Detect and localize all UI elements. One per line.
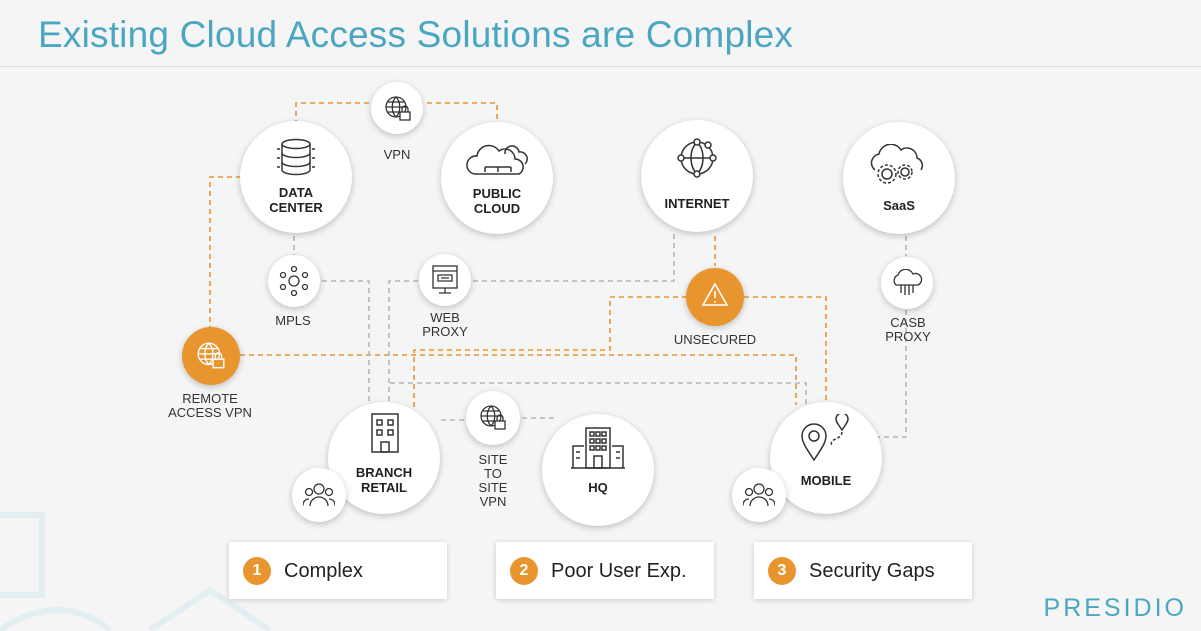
data-center-label: DATA CENTER [269,185,323,215]
hq-node[interactable]: HQ [542,414,654,526]
cloud-network-icon [893,269,923,295]
users-icon [743,483,775,507]
callout-number: 3 [768,557,796,585]
callout-number: 2 [510,557,538,585]
callout-poor-user-exp: 2 Poor User Exp. [496,542,714,599]
unsecured-node[interactable] [686,268,744,326]
callout-number: 1 [243,557,271,585]
casb-proxy-label: CASB PROXY [885,315,931,344]
cloud-icon [466,144,528,175]
remote-access-vpn-label: REMOTE ACCESS VPN [168,391,252,420]
remote-access-vpn-node[interactable] [182,327,240,385]
web-proxy-label: WEB PROXY [422,310,468,339]
presidio-logo: PRESIDIO [1043,594,1187,622]
mpls-node[interactable] [268,255,320,307]
wire-unsecured-branch [413,296,687,420]
database-icon [277,138,315,176]
warning-icon [701,282,729,306]
building-icon [371,413,399,453]
branch-retail-node[interactable]: BRANCH RETAIL [328,402,440,514]
slide-title: Existing Cloud Access Solutions are Comp… [38,14,794,55]
mobile-label: MOBILE [800,473,852,488]
wire-remote-mobile [240,354,797,405]
wire-dc-vpn-cloud [295,102,498,125]
title-divider [0,66,1201,67]
cloud-gears-icon [870,144,924,184]
mobile-node[interactable]: MOBILE [770,402,882,514]
web-proxy-node[interactable] [419,254,471,306]
globe-lock-icon [385,96,411,121]
callout-text: Security Gaps [809,560,935,582]
callout-security-gaps: 3 Security Gaps [754,542,972,599]
site-to-site-vpn-node[interactable] [466,391,520,445]
internet-node[interactable]: INTERNET [641,120,753,232]
callout-complex: 1 Complex [229,542,447,599]
wire-branch-mobile [390,382,807,418]
internet-label: INTERNET [664,196,730,211]
network-globe-icon [677,138,717,178]
wire-unsecured-mobile [744,296,827,405]
wire-dc-remote [209,176,241,332]
mpls-label: MPLS [275,313,311,328]
wire-webproxy-internet [473,232,675,282]
branch-retail-label: BRANCH RETAIL [355,465,413,495]
wire-mpls-branch [322,280,370,405]
wire-casb-mobile [878,310,907,438]
wire-webproxy-branch [388,280,418,420]
users-icon [303,483,335,507]
callout-text: Poor User Exp. [551,560,687,582]
location-pin-icon [801,414,849,462]
data-center-node[interactable]: DATA CENTER [240,121,352,233]
public-cloud-node[interactable]: PUBLIC CLOUD [441,122,553,234]
public-cloud-label: PUBLIC CLOUD [472,186,522,216]
vpn-node[interactable] [371,82,423,134]
mobile-users-node [732,468,786,522]
web-proxy-icon [432,265,458,294]
branch-users-node [292,468,346,522]
saas-label: SaaS [883,198,915,213]
vpn-label: VPN [383,147,411,162]
office-tower-icon [571,427,625,469]
saas-node[interactable]: SaaS [843,122,955,234]
globe-lock-icon [480,405,506,430]
site-to-site-vpn-label: SITE TO SITE VPN [478,452,508,509]
network-nodes-icon [279,265,309,297]
casb-proxy-node[interactable] [881,257,933,309]
hq-label: HQ [588,480,608,495]
unsecured-label: UNSECURED [673,332,757,347]
globe-lock-icon [197,342,225,369]
callout-text: Complex [284,560,363,582]
